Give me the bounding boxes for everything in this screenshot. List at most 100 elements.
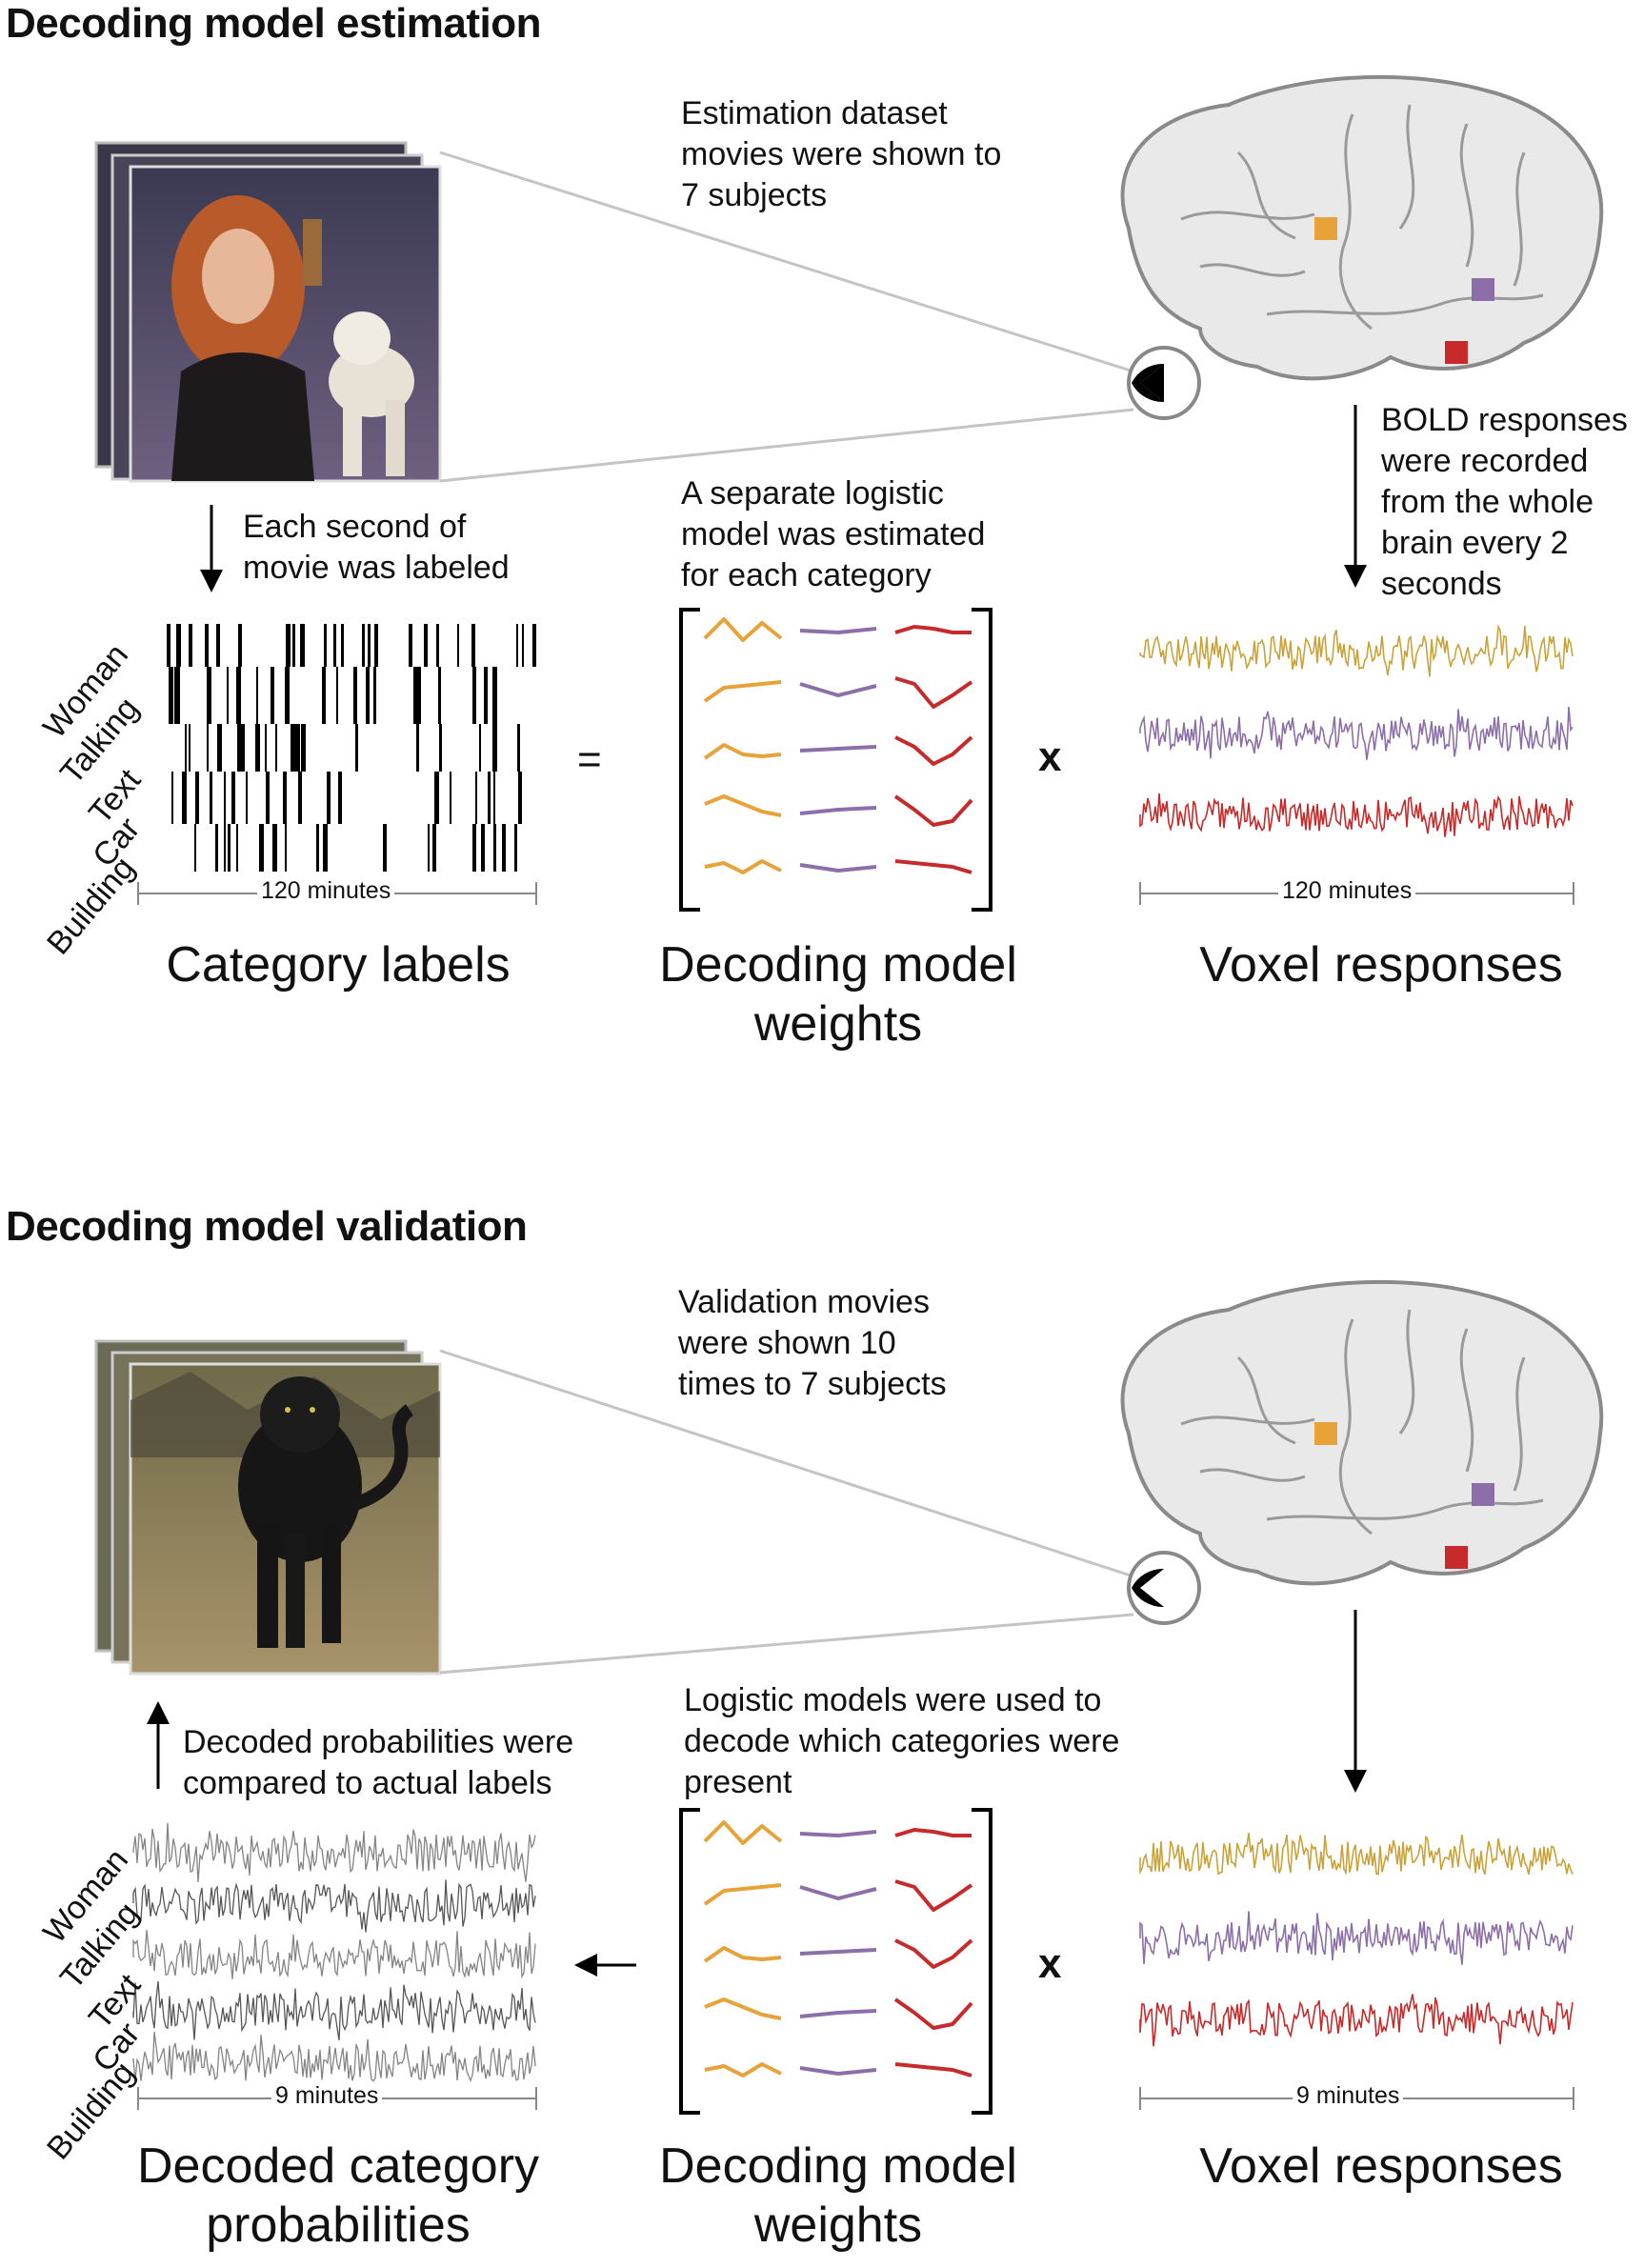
label-tick [167, 624, 170, 667]
label-tick [176, 624, 181, 667]
category-label-raster [167, 624, 536, 872]
label-tick [236, 824, 238, 872]
caption-voxel-responses: Voxel responses [1143, 2137, 1619, 2196]
weights-matrix [679, 1808, 992, 2115]
weight-curve [703, 617, 783, 642]
label-tick [194, 824, 196, 872]
label-tick [517, 724, 520, 772]
note-validation-movies: Validation movies were shown 10 times to… [678, 1282, 947, 1405]
label-tick [368, 624, 371, 667]
label-tick [355, 724, 358, 772]
label-tick [300, 624, 305, 667]
note-estimation-dataset: Estimation dataset movies were shown to … [681, 93, 1001, 216]
sight-line-top [439, 151, 1134, 373]
note-line: BOLD responses [1381, 402, 1628, 438]
arrow-down-icon [1344, 405, 1367, 588]
weight-curve [799, 2066, 877, 2076]
label-tick [374, 624, 378, 667]
probability-trace [132, 1879, 536, 1933]
note-line: Estimation dataset [681, 95, 948, 131]
label-tick [238, 624, 242, 667]
label-tick [224, 772, 226, 824]
eye-icon [1127, 346, 1201, 420]
weight-curve [703, 1946, 782, 1963]
label-tick [341, 624, 344, 667]
note-line: 7 subjects [681, 177, 828, 213]
weight-curve [703, 743, 782, 760]
note-line: Logistic models were used to [684, 1682, 1102, 1718]
note-line: present [684, 1764, 792, 1800]
label-tick [227, 667, 229, 724]
label-tick [383, 824, 387, 872]
note-line: from the whole [1381, 484, 1594, 520]
voxel-trace [1139, 1911, 1574, 1965]
timeline-label-left: 9 minutes [271, 2082, 383, 2110]
weight-curve [894, 1828, 972, 1837]
times-sign: x [1038, 733, 1062, 780]
label-tick [228, 824, 231, 872]
voxel-trace [1139, 707, 1574, 760]
note-line: were shown 10 [678, 1325, 896, 1361]
label-tick [291, 724, 295, 772]
label-tick [438, 667, 441, 724]
caption-line: Decoding model [659, 2138, 1017, 2194]
note-line: model was estimated [681, 516, 986, 552]
weight-curve [703, 680, 782, 703]
label-tick [479, 724, 481, 772]
note-line: were recorded [1381, 443, 1589, 479]
label-tick [271, 667, 274, 724]
caption-line: Voxel responses [1199, 937, 1563, 993]
label-tick [316, 824, 319, 872]
caption-line: Decoding model [659, 937, 1017, 993]
weight-curve [894, 735, 973, 766]
voxel-trace [1139, 793, 1574, 837]
label-tick [189, 724, 190, 772]
weight-curve [703, 1820, 783, 1845]
label-tick [434, 772, 439, 824]
label-tick [323, 824, 328, 872]
label-tick [178, 667, 180, 724]
note-compared: Decoded probabilities were compared to a… [183, 1722, 573, 1804]
weight-curve [799, 1948, 877, 1956]
label-tick [416, 724, 419, 772]
label-tick [362, 624, 365, 667]
voxel-traces [1139, 624, 1574, 837]
weight-curve [799, 682, 877, 697]
label-tick [493, 772, 495, 824]
note-line: for each category [681, 557, 932, 593]
note-line: Each second of [243, 509, 467, 545]
label-tick [322, 667, 326, 724]
label-tick [292, 624, 295, 667]
label-tick [246, 772, 248, 824]
sight-line-top [439, 1349, 1134, 1578]
label-tick [484, 667, 488, 724]
label-tick [417, 667, 421, 724]
weights-matrix [679, 608, 992, 912]
label-tick [439, 724, 442, 772]
times-sign: x [1038, 1940, 1062, 1987]
label-tick [256, 667, 258, 724]
weight-curve [704, 794, 782, 817]
probability-trace [132, 1980, 536, 2041]
weight-curve [703, 1883, 782, 1906]
note-line: seconds [1381, 566, 1502, 602]
section-title-estimation: Decoding model estimation [6, 0, 542, 47]
label-tick [205, 624, 209, 667]
weight-curve [894, 2062, 972, 2077]
label-tick [301, 724, 306, 772]
label-tick [457, 624, 459, 667]
decoded-probability-traces [132, 1822, 536, 2083]
label-tick [265, 724, 267, 772]
label-tick [488, 772, 491, 824]
weight-curve [704, 2062, 782, 2077]
label-tick [450, 772, 451, 824]
weight-curve [799, 806, 877, 815]
caption-line: weights [753, 996, 923, 1052]
label-tick [266, 772, 270, 824]
note-bold-responses: BOLD responses were recorded from the wh… [1381, 400, 1628, 605]
label-tick [324, 624, 327, 667]
label-tick [285, 824, 287, 872]
label-tick [492, 667, 497, 724]
label-tick [409, 624, 412, 667]
label-tick [472, 667, 476, 724]
